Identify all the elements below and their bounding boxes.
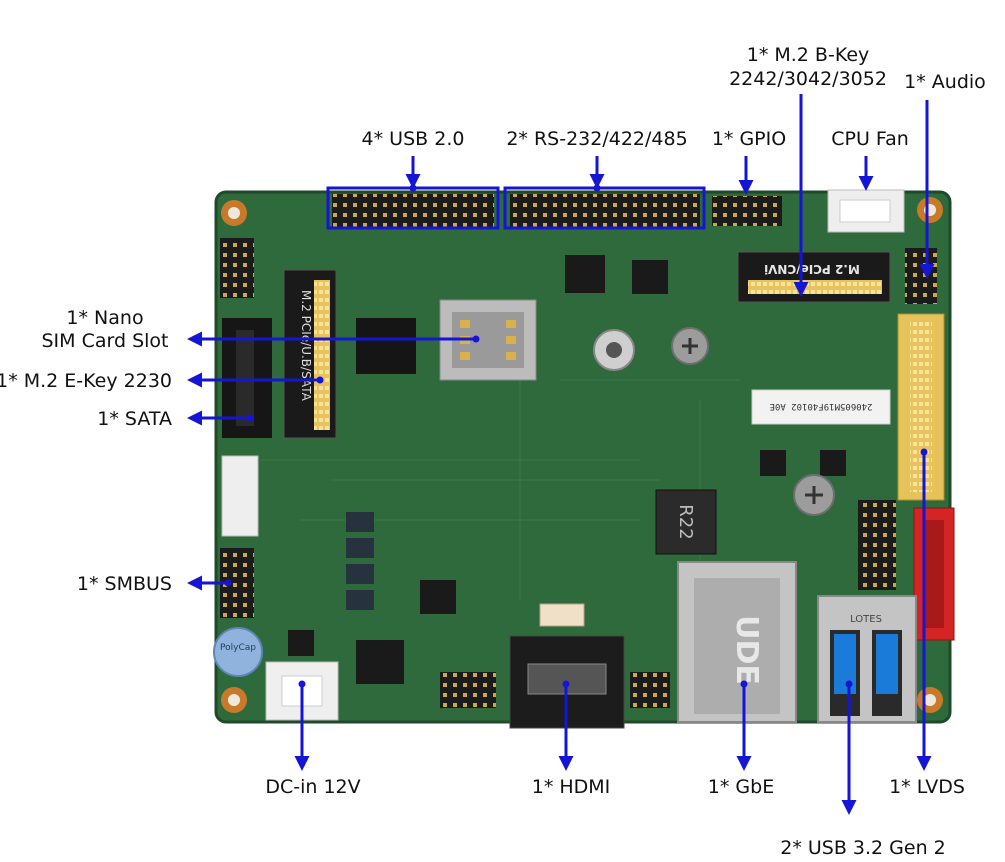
- rs232-highlight-box: [503, 186, 706, 230]
- sim-label-line1: 1* Nano: [66, 307, 144, 329]
- gbe-label: 1* GbE: [707, 776, 775, 798]
- ic-chip: [565, 255, 605, 293]
- audio-header: [905, 248, 937, 304]
- svg-text:R22: R22: [675, 504, 696, 539]
- serial-sticker: [751, 389, 891, 425]
- hdmi-label: 1* HDMI: [531, 776, 611, 798]
- ic-chip: [420, 580, 456, 614]
- bottom-pin-header: [858, 500, 896, 590]
- left-white-connector: [221, 455, 259, 537]
- gpio-label: 1* GPIO: [711, 128, 787, 150]
- callout-arrows: [187, 94, 935, 815]
- svg-text:PolyCap: PolyCap: [220, 643, 256, 653]
- ic-chip: [760, 450, 786, 476]
- usb20-label: 4* USB 2.0: [361, 128, 465, 150]
- gpio-header: [712, 196, 782, 226]
- m2b-label-line1: 1* M.2 B-Key: [746, 44, 870, 66]
- ic-chip: [356, 640, 404, 684]
- sata-label: 1* SATA: [97, 408, 172, 430]
- rs232-label: 2* RS-232/422/485: [506, 128, 688, 150]
- polycap-capacitor: [213, 627, 263, 677]
- ic-chip: [288, 630, 314, 656]
- svg-text:M.2 PCIe/CNVi: M.2 PCIe/CNVi: [764, 262, 860, 276]
- controller-chip: [356, 318, 416, 374]
- sim-label-line2: SIM Card Slot: [41, 330, 169, 352]
- rs232-header: [510, 194, 700, 228]
- bottom-pin-header: [630, 672, 670, 708]
- ic-chip: [820, 450, 846, 476]
- m2b-label-line2: 2242/3042/3052: [729, 68, 887, 90]
- arrow-dots: [224, 184, 928, 688]
- capacitor-row: [346, 512, 374, 610]
- small-white-connector: [539, 603, 585, 627]
- smbus-label: 1* SMBUS: [76, 573, 172, 595]
- m2e-label: 1* M.2 E-Key 2230: [0, 370, 172, 392]
- svg-text:UDE: UDE: [729, 615, 764, 685]
- svg-text:240605M19F40102 A0E: 240605M19F40102 A0E: [770, 401, 873, 411]
- svg-text:LOTES: LOTES: [850, 614, 882, 625]
- lvds-label: 1* LVDS: [889, 776, 965, 798]
- cpu-fan-label: CPU Fan: [831, 128, 909, 150]
- usb20-header: [332, 194, 494, 228]
- ic-chip: [632, 260, 668, 294]
- inductor: [655, 489, 717, 555]
- m2-b-key-slot: [737, 251, 891, 303]
- usb32-label: 2* USB 3.2 Gen 2: [780, 837, 946, 859]
- bottom-pin-header: [440, 672, 496, 708]
- audio-label: 1* Audio: [904, 71, 986, 93]
- svg-text:M.2 PCIe/U.B/SATA: M.2 PCIe/U.B/SATA: [299, 290, 313, 402]
- dcin-label: DC-in 12V: [265, 776, 361, 798]
- left-pin-header: [220, 238, 254, 298]
